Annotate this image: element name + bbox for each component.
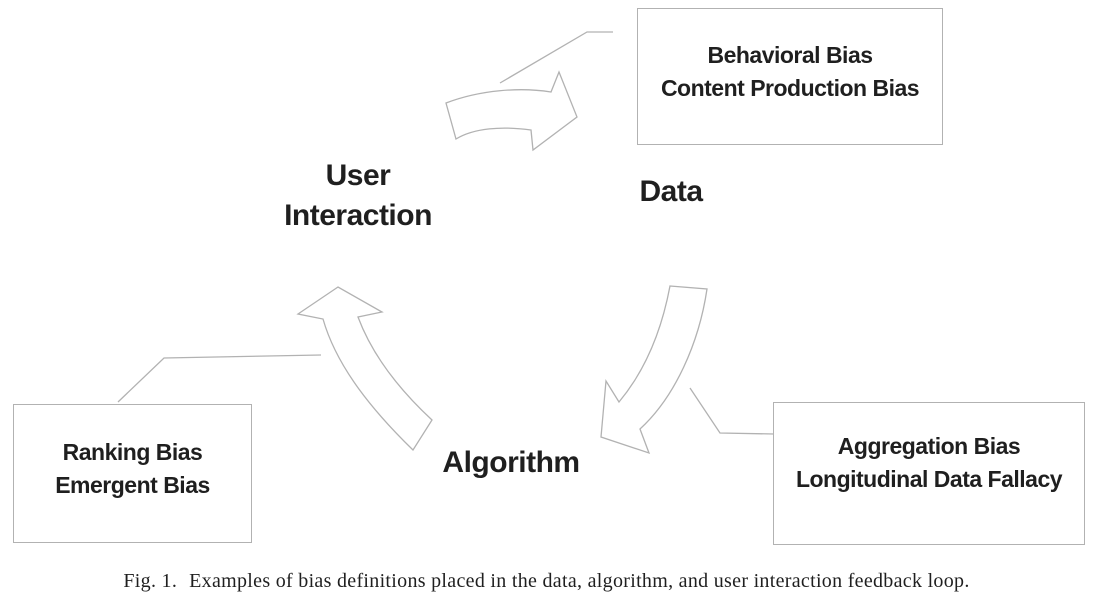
bias-box-user-interaction-biases: Ranking Bias Emergent Bias xyxy=(13,404,252,543)
figure-caption-label: Fig. 1. xyxy=(123,570,178,592)
arrow-algorithm-to-user-interaction xyxy=(296,286,433,452)
figure-caption-text: Examples of bias definitions placed in t… xyxy=(189,570,970,592)
callout-line-behavioral-box xyxy=(499,31,613,84)
figure-caption: Fig. 1. Examples of bias definitions plac… xyxy=(0,570,1093,593)
callout-line-ranking-box xyxy=(117,354,322,403)
node-label-user-interaction: User Interaction xyxy=(284,159,432,232)
callout-line-aggregation-box xyxy=(689,387,775,435)
arrow-data-to-algorithm xyxy=(600,285,708,455)
arrow-user-interaction-to-data xyxy=(445,70,578,152)
node-label-data: Data xyxy=(639,175,703,208)
node-label-algorithm: Algorithm xyxy=(442,446,580,479)
bias-box-algorithm-biases: Aggregation Bias Longitudinal Data Falla… xyxy=(773,402,1085,545)
bias-box-data-biases: Behavioral Bias Content Production Bias xyxy=(637,8,943,145)
